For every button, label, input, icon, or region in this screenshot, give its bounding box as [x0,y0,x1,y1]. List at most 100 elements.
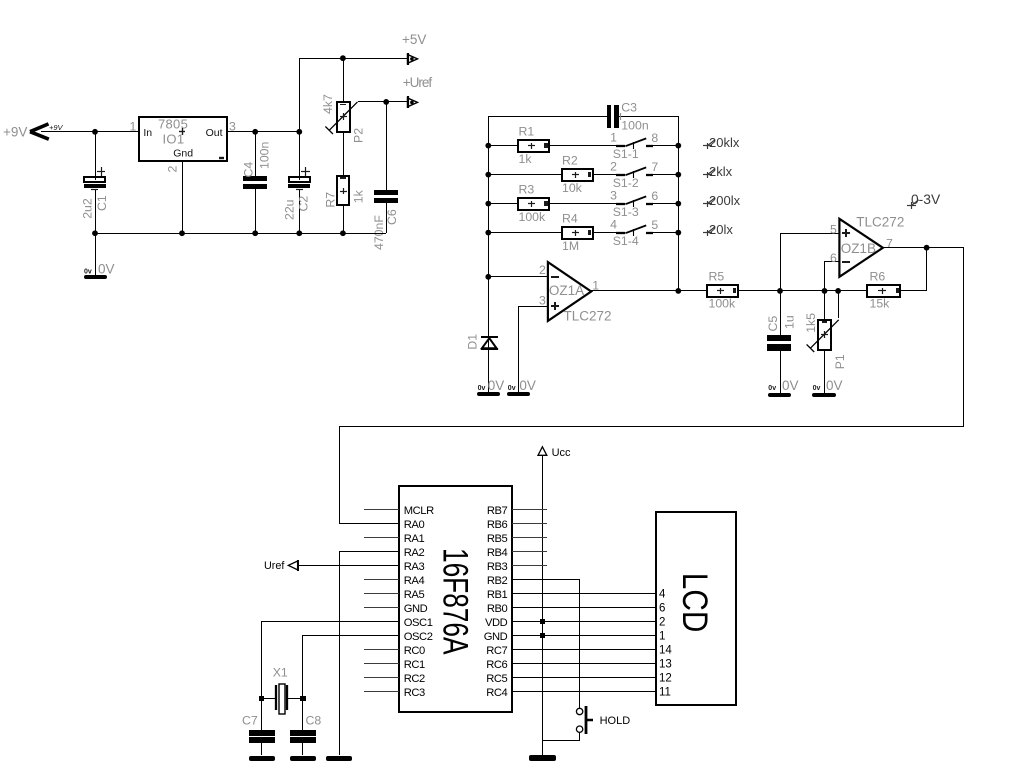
svg-text:TLC272: TLC272 [856,214,904,229]
svg-text:RC0: RC0 [404,645,425,657]
svg-text:C1: C1 [95,195,109,211]
svg-text:MCLR: MCLR [404,505,434,517]
svg-text:2u2: 2u2 [81,198,95,219]
svg-text:X1: X1 [273,666,288,680]
svg-text:RC1: RC1 [404,659,425,671]
svg-text:1k: 1k [519,152,533,166]
svg-text:100n: 100n [257,141,271,169]
svg-text:+5V: +5V [402,32,426,47]
svg-text:C3: C3 [621,101,637,115]
svg-text:6: 6 [651,189,658,203]
svg-text:D1: D1 [466,334,480,350]
svg-text:4k7: 4k7 [321,94,335,114]
svg-text:16F876A: 16F876A [436,548,476,655]
svg-text:0V: 0V [826,378,843,393]
svg-text:100n: 100n [621,119,649,133]
svg-text:C6: C6 [385,209,399,225]
svg-text:4: 4 [659,589,666,601]
svg-text:C8: C8 [306,714,322,728]
svg-text:Uref: Uref [264,560,285,572]
svg-text:0v: 0v [84,269,92,276]
svg-text:R4: R4 [562,211,578,225]
svg-text:RB3: RB3 [487,561,508,573]
svg-text:2: 2 [165,166,179,173]
svg-text:+Uref: +Uref [403,75,433,90]
svg-text:RA0: RA0 [404,519,425,531]
svg-text:S1-2: S1-2 [613,176,639,190]
svg-text:RC7: RC7 [486,645,507,657]
svg-text:OZ1B: OZ1B [841,241,876,256]
svg-text:1: 1 [592,279,599,293]
svg-text:10k: 10k [562,181,583,195]
svg-text:Gnd: Gnd [173,148,193,160]
svg-text:6: 6 [659,603,665,615]
svg-text:3: 3 [229,120,236,134]
svg-text:7: 7 [886,236,893,250]
svg-text:1: 1 [610,130,617,144]
svg-text:2klx: 2klx [709,164,733,179]
svg-text:8: 8 [651,131,658,145]
svg-text:1M: 1M [562,239,579,253]
svg-text:20klx: 20klx [709,135,740,150]
svg-text:5: 5 [651,218,658,232]
svg-text:7: 7 [651,160,658,174]
svg-text:GND: GND [484,631,508,643]
svg-text:In: In [143,127,152,139]
svg-text:RB7: RB7 [487,505,508,517]
svg-text:6: 6 [830,251,837,265]
svg-text:P2: P2 [352,128,366,143]
svg-text:RB1: RB1 [487,589,508,601]
svg-text:3: 3 [539,294,546,308]
svg-text:7805: 7805 [158,117,188,132]
svg-text:100k: 100k [519,210,547,224]
svg-text:C5: C5 [766,316,780,332]
svg-text:3: 3 [610,188,617,202]
svg-text:470nF: 470nF [372,215,386,250]
svg-text:13: 13 [659,659,672,671]
svg-text:0-3V: 0-3V [911,192,941,207]
svg-text:0v: 0v [478,385,486,392]
svg-text:22u: 22u [283,199,297,220]
svg-text:14: 14 [659,645,672,657]
svg-text:S1-1: S1-1 [613,147,639,161]
svg-text:0V: 0V [98,262,115,277]
svg-text:OSC2: OSC2 [404,631,433,643]
svg-text:12: 12 [659,673,672,685]
svg-text:R3: R3 [519,182,535,196]
svg-text:RB6: RB6 [487,519,508,531]
svg-text:RB4: RB4 [487,547,508,559]
svg-text:1k: 1k [352,189,366,203]
svg-text:C4: C4 [242,162,256,178]
svg-text:0v: 0v [813,385,821,392]
svg-text:2: 2 [659,617,665,629]
svg-text:Out: Out [206,127,223,139]
svg-text:0v: 0v [508,385,516,392]
svg-text:200lx: 200lx [709,193,741,208]
svg-text:Ucc: Ucc [552,447,571,459]
svg-text:+9V: +9V [49,123,64,132]
svg-text:2: 2 [539,263,546,277]
svg-text:1k5: 1k5 [804,313,818,333]
svg-text:0V: 0V [519,378,536,393]
svg-text:S1-4: S1-4 [613,234,639,248]
svg-text:R1: R1 [519,124,535,138]
svg-text:R6: R6 [870,269,886,283]
svg-text:0v: 0v [768,385,776,392]
svg-text:LCD: LCD [675,573,714,633]
svg-text:RC3: RC3 [404,687,425,699]
svg-text:20lx: 20lx [709,222,733,237]
svg-text:1: 1 [659,631,665,643]
svg-text:OSC1: OSC1 [404,617,433,629]
svg-text:+9V: +9V [3,125,27,140]
svg-text:RB5: RB5 [487,533,508,545]
svg-text:IO1: IO1 [163,132,185,147]
svg-text:RA5: RA5 [404,589,425,601]
svg-text:1u: 1u [783,315,797,329]
svg-text:C2: C2 [297,196,311,212]
svg-text:TLC272: TLC272 [564,309,612,324]
svg-text:C7: C7 [242,714,258,728]
svg-text:S1-3: S1-3 [613,205,639,219]
svg-text:RC5: RC5 [486,673,507,685]
svg-text:OZ1A: OZ1A [549,283,584,298]
svg-text:0V: 0V [488,378,505,393]
